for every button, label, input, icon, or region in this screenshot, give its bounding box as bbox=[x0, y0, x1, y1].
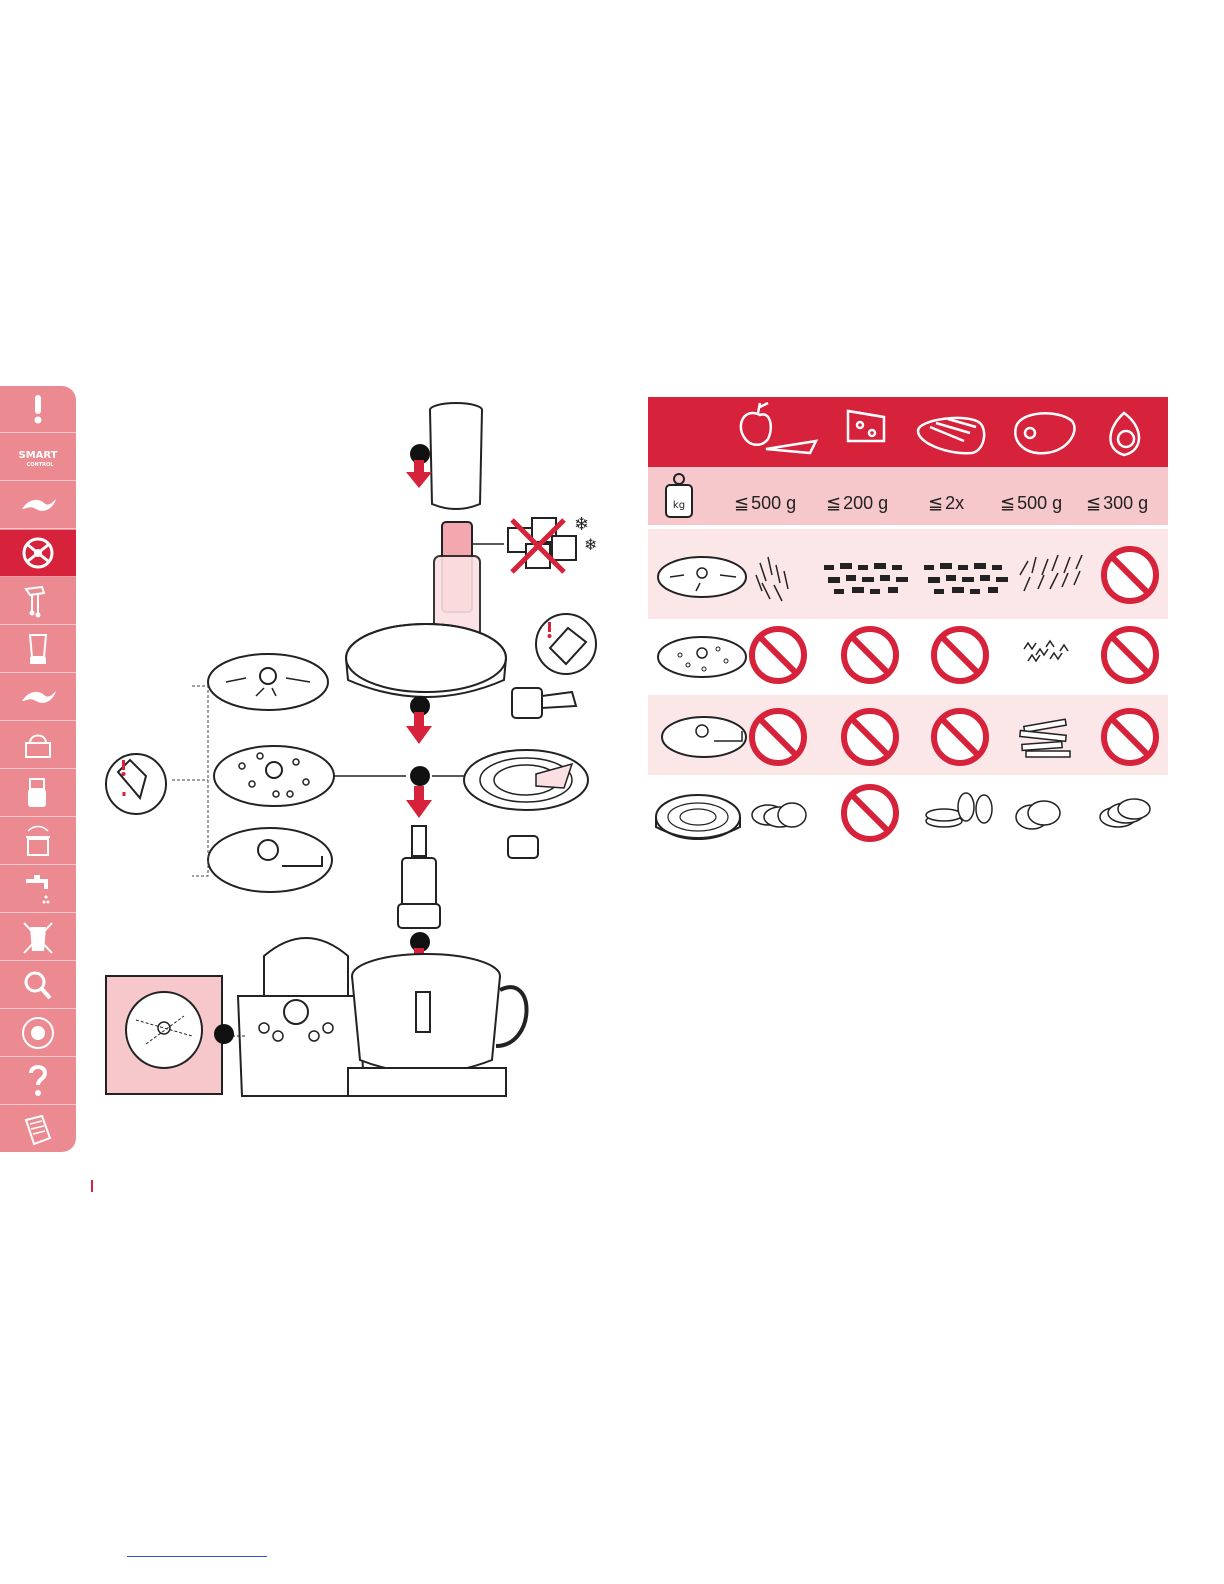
prohibited-icon bbox=[1104, 711, 1156, 763]
tap-icon bbox=[18, 871, 58, 907]
down-arrow bbox=[406, 786, 432, 818]
tab-troubleshooting[interactable] bbox=[0, 962, 76, 1009]
french-fries-disc bbox=[662, 717, 746, 757]
weight-onion: ≦300 g bbox=[1086, 493, 1148, 513]
bottom-rule bbox=[127, 1556, 267, 1557]
blade-warning-icon-right bbox=[536, 614, 596, 674]
prohibited-icon bbox=[844, 629, 896, 681]
leaf-blade-icon bbox=[18, 679, 58, 715]
storage-icon bbox=[18, 823, 58, 859]
coarse-shredding-disc bbox=[658, 557, 746, 597]
tab-kneading[interactable] bbox=[0, 674, 76, 721]
down-arrow bbox=[406, 712, 432, 744]
weight-apple-carrot: ≦500 g bbox=[734, 493, 796, 513]
french-fries-disc bbox=[208, 828, 332, 892]
recycle-icon bbox=[18, 1112, 58, 1148]
tab-safety[interactable] bbox=[0, 386, 76, 433]
weight-cheese: ≦200 g bbox=[826, 493, 888, 513]
tab-recycling[interactable] bbox=[0, 1106, 76, 1152]
page-marker bbox=[91, 1180, 93, 1192]
bowl bbox=[348, 954, 527, 1096]
no-dishwasher-icon bbox=[18, 919, 58, 955]
tab-faq[interactable] bbox=[0, 1058, 76, 1105]
shredding-disc-coarse bbox=[208, 654, 328, 710]
slicing-disc bbox=[656, 795, 740, 839]
mincer-icon bbox=[18, 775, 58, 811]
food-pusher bbox=[430, 403, 482, 509]
sidebar-nav: SMART CONTROL bbox=[0, 386, 76, 1152]
lid bbox=[346, 624, 506, 697]
tab-cleaning[interactable] bbox=[0, 866, 76, 913]
fine-shreds-result bbox=[1024, 641, 1068, 661]
slicing-disc bbox=[464, 750, 588, 810]
sharp-blade-warning-icon bbox=[106, 754, 166, 814]
exclamation-icon bbox=[18, 391, 58, 427]
step-dot bbox=[410, 766, 430, 786]
tab-blender[interactable] bbox=[0, 626, 76, 673]
prohibited-icon bbox=[844, 787, 896, 839]
drive-shaft bbox=[398, 826, 440, 928]
weight-ham: ≦500 g bbox=[1000, 493, 1062, 513]
blender-icon bbox=[18, 631, 58, 667]
fine-shredding-disc bbox=[658, 637, 746, 677]
tab-smart-control[interactable]: SMART CONTROL bbox=[0, 434, 76, 481]
svg-text:kg: kg bbox=[673, 500, 685, 511]
shredding-disc-fine bbox=[214, 746, 334, 806]
motor-unit bbox=[238, 938, 364, 1096]
tab-guarantee[interactable] bbox=[0, 1010, 76, 1057]
svg-text:❄: ❄ bbox=[574, 514, 589, 535]
search-icon bbox=[18, 967, 58, 1003]
tab-environment[interactable] bbox=[0, 914, 76, 961]
svg-text:CONTROL: CONTROL bbox=[27, 462, 55, 468]
table-header bbox=[648, 397, 1168, 467]
slices-result bbox=[926, 793, 992, 827]
down-arrow bbox=[406, 460, 432, 488]
assembly-diagram: ❄ ❄ bbox=[96, 396, 606, 1106]
tab-discs[interactable] bbox=[0, 530, 76, 577]
tab-mincer[interactable] bbox=[0, 770, 76, 817]
slices-result bbox=[1016, 801, 1060, 829]
smart-control-icon: SMART CONTROL bbox=[18, 439, 58, 475]
tab-storage[interactable] bbox=[0, 818, 76, 865]
tab-mixer[interactable] bbox=[0, 578, 76, 625]
svg-text:❄: ❄ bbox=[584, 535, 597, 554]
prohibited-icon bbox=[752, 711, 804, 763]
weight-cucumber: ≦2x bbox=[928, 493, 964, 513]
worldwide-guarantee-icon bbox=[18, 1015, 58, 1051]
disc-icon bbox=[18, 535, 58, 571]
prohibited-icon bbox=[934, 711, 986, 763]
tab-blade[interactable] bbox=[0, 482, 76, 529]
prohibited-icon bbox=[752, 629, 804, 681]
mixer-icon bbox=[18, 583, 58, 619]
whisk-blade-icon bbox=[18, 487, 58, 523]
prohibited-icon bbox=[934, 629, 986, 681]
slices-result bbox=[1100, 799, 1150, 827]
no-ice-icon: ❄ ❄ bbox=[508, 514, 597, 572]
svg-text:SMART: SMART bbox=[19, 450, 58, 461]
processing-table: kg ≦500 g ≦200 g ≦2x ≦500 g ≦300 g bbox=[648, 397, 1168, 845]
step-dot bbox=[214, 1024, 234, 1044]
tab-citrus-press[interactable] bbox=[0, 722, 76, 769]
slices-result bbox=[752, 803, 806, 827]
prohibited-icon bbox=[844, 711, 896, 763]
citrus-press-icon bbox=[18, 727, 58, 763]
prohibited-icon bbox=[1104, 549, 1156, 601]
question-icon bbox=[18, 1063, 58, 1099]
prohibited-icon bbox=[1104, 629, 1156, 681]
